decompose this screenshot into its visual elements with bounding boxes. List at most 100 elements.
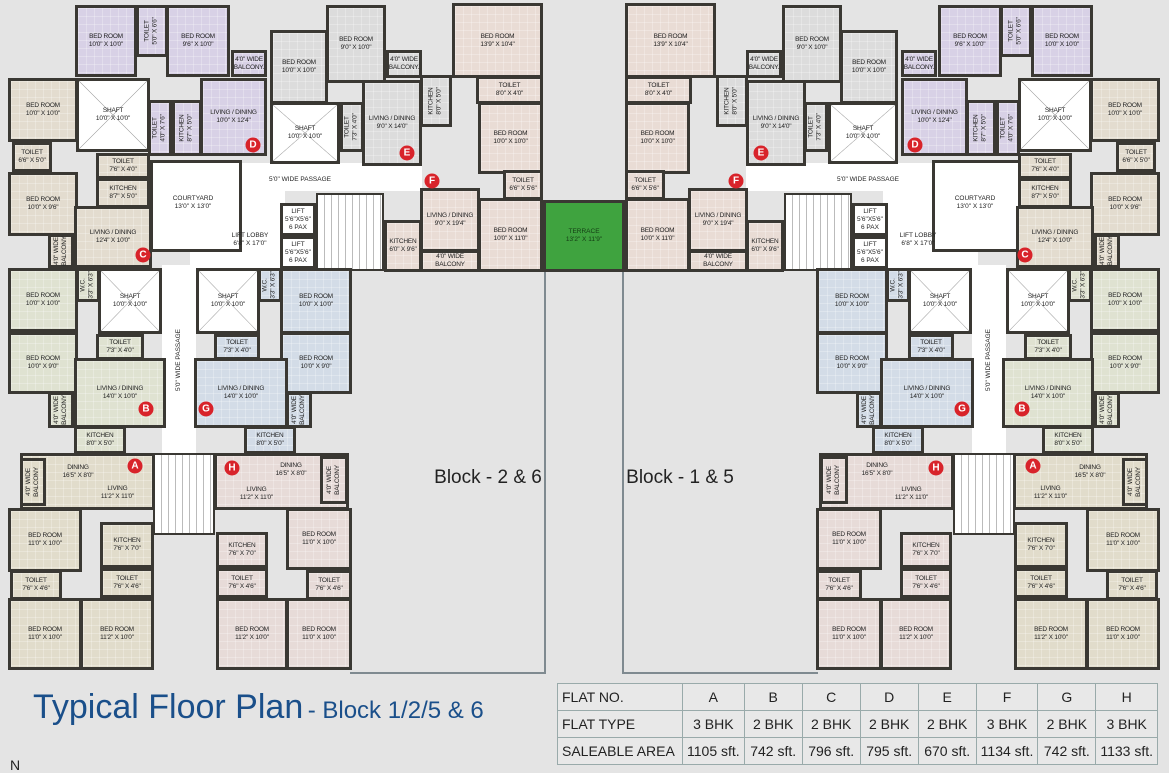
room-name: SHAFT xyxy=(119,293,141,300)
room-dims: 8'7" X 5'0" xyxy=(981,114,988,142)
room-g-wc-left: W.C.3'3" X 6'3" xyxy=(258,268,282,302)
room-dims: BALCONY xyxy=(834,465,842,495)
cell: 2 BHK xyxy=(801,710,861,738)
room-name: BED ROOM xyxy=(1034,626,1068,633)
room-b-wc-left: W.C.3'3" X 6'3" xyxy=(76,268,100,302)
label-line: 6 PAX xyxy=(289,257,307,264)
block-line-v-right xyxy=(622,272,624,674)
staircase-lower-left xyxy=(153,453,215,535)
label-line: 13'0" X 13'0" xyxy=(956,203,994,210)
room-dims: 14'0" X 10'0" xyxy=(909,393,945,400)
room-name: BED ROOM xyxy=(1106,626,1140,633)
room-dims: BALCONY xyxy=(334,465,342,495)
room-label: W.C.3'3" X 6'3" xyxy=(890,271,906,298)
room-dims: 7'6" X 4'6" xyxy=(113,583,141,590)
room-name: BED ROOM xyxy=(953,33,987,40)
label-line: LIFT xyxy=(291,208,305,215)
room-dims: 10'0" X 10'0" xyxy=(88,41,124,48)
room-name: BED ROOM xyxy=(493,227,528,234)
room-name: LIVING / DINING xyxy=(426,212,474,219)
cell: 2 BHK xyxy=(917,710,977,738)
room-name: TOILET xyxy=(634,177,656,184)
room-dims: 11'0" X 10'0" xyxy=(28,634,62,641)
room-dims: 8'0" X 5'0" xyxy=(436,87,443,115)
room-dims: 3'3" X 6'3" xyxy=(898,271,905,299)
room-dims: 9'0" X 14'0" xyxy=(760,123,792,130)
cell: 3 BHK xyxy=(975,710,1039,738)
room-name: BED ROOM xyxy=(339,36,373,43)
room-dims: 11'0" X 10'0" xyxy=(1106,634,1140,641)
room-dims: 7'6" X 4'6" xyxy=(912,583,940,590)
room-name: BED ROOM xyxy=(1108,196,1142,203)
cell: 3 BHK xyxy=(1095,710,1159,738)
label-line: LIFT xyxy=(863,241,877,248)
room-name: SHAFT xyxy=(852,125,874,132)
flat-details-table: FLAT NO. A B C D E F G H FLAT TYPE 3 BHK… xyxy=(557,683,1159,765)
room-dims: 11'2" X 11'0" xyxy=(1033,492,1068,500)
room-dims: 11'0" X 10'0" xyxy=(302,634,336,641)
room-dims: 7'6" X 7'0" xyxy=(912,550,940,557)
label-line: LIFT LOBBY xyxy=(899,232,937,239)
room-dims: 9'0" X 14'0" xyxy=(376,123,408,130)
staircase-right xyxy=(784,193,852,271)
room-name: BED ROOM xyxy=(26,102,60,109)
room-name: BED ROOM xyxy=(1108,292,1142,299)
room-dims: 14'0" X 10'0" xyxy=(102,393,138,400)
room-dims: 6'6" X 5'6" xyxy=(509,185,537,192)
room-name: BED ROOM xyxy=(1106,532,1140,539)
flat-marker-d-left: D xyxy=(245,137,261,153)
room-dims: 10'0" X 10'0" xyxy=(25,300,61,307)
room-name: KITCHEN xyxy=(256,432,284,439)
room-name: 4'0" WIDE xyxy=(235,55,263,63)
room-dims: 4'0" X 7'6" xyxy=(1008,114,1015,142)
room-name: TOILET xyxy=(21,149,43,156)
label-line: 5'0" WIDE PASSAGE xyxy=(175,329,182,391)
room-dims: 5'0" X 6'6" xyxy=(1016,17,1023,45)
room-name: BED ROOM xyxy=(235,626,269,633)
room-dims: 10'0" X 10'0" xyxy=(287,133,323,140)
block-line-v-left xyxy=(544,272,546,674)
room-name: TOILET xyxy=(318,577,340,584)
passage-label: 5'0" WIDE PASSAGE xyxy=(269,176,331,184)
